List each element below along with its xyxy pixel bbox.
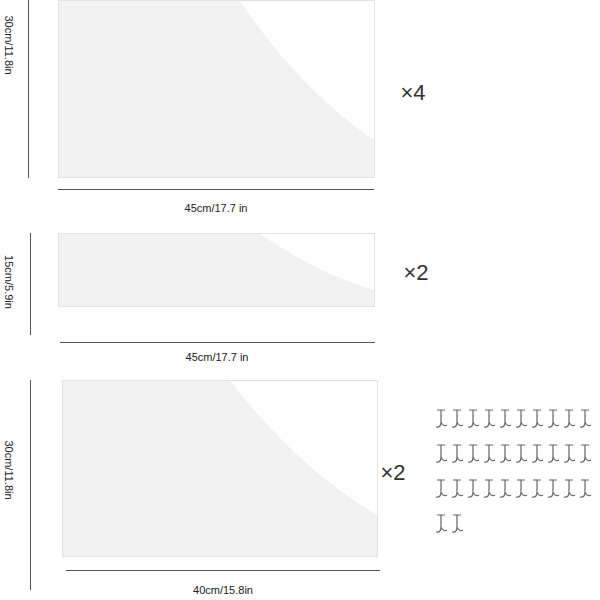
quantity-label: ×2 [380, 460, 405, 486]
hook [548, 410, 559, 427]
dimension-label: 45cm/17.7 in [186, 351, 249, 363]
hook [500, 445, 511, 462]
hook [452, 445, 463, 462]
acrylic-sheet [59, 234, 375, 307]
hook [452, 515, 463, 532]
quantity-label: ×4 [400, 80, 425, 106]
hook [516, 480, 527, 497]
hook [500, 410, 511, 427]
hook [548, 445, 559, 462]
hook [484, 410, 495, 427]
dimension-line [66, 570, 380, 571]
sheet-gloss [63, 381, 377, 556]
hook [468, 410, 479, 427]
hook [516, 410, 527, 427]
hook [564, 445, 575, 462]
hook [580, 410, 591, 427]
sheet-gloss [59, 234, 374, 306]
quantity-label: ×2 [403, 260, 428, 286]
hook-set [436, 410, 591, 532]
hook [532, 410, 543, 427]
acrylic-sheet [63, 381, 378, 557]
acrylic-sheet [59, 1, 375, 178]
hook [564, 480, 575, 497]
dimension-line [28, 0, 29, 178]
dimension-label: 30cm/11.8in [3, 440, 15, 499]
dimension-label: 45cm/17.7 in [185, 202, 248, 214]
hook [436, 445, 447, 462]
dimension-line [60, 342, 375, 343]
hook [580, 480, 591, 497]
hook [484, 445, 495, 462]
dimension-line [58, 189, 374, 190]
dimension-label: 40cm/15.8in [193, 584, 253, 596]
hook [500, 480, 511, 497]
dimension-line [30, 233, 31, 335]
dimension-label: 15cm/5.9in [3, 255, 15, 309]
hook [452, 480, 463, 497]
sheet-gloss [59, 1, 374, 177]
hook [516, 445, 527, 462]
hook [580, 445, 591, 462]
hook [532, 445, 543, 462]
dimension-line [30, 380, 31, 590]
hook [468, 480, 479, 497]
hook [436, 480, 447, 497]
hook [452, 410, 463, 427]
hook [436, 515, 447, 532]
hook [436, 410, 447, 427]
dimension-label: 30cm/11.8in [3, 15, 15, 74]
hook [564, 410, 575, 427]
hook [532, 480, 543, 497]
hook [548, 480, 559, 497]
hook [484, 480, 495, 497]
hook [468, 445, 479, 462]
